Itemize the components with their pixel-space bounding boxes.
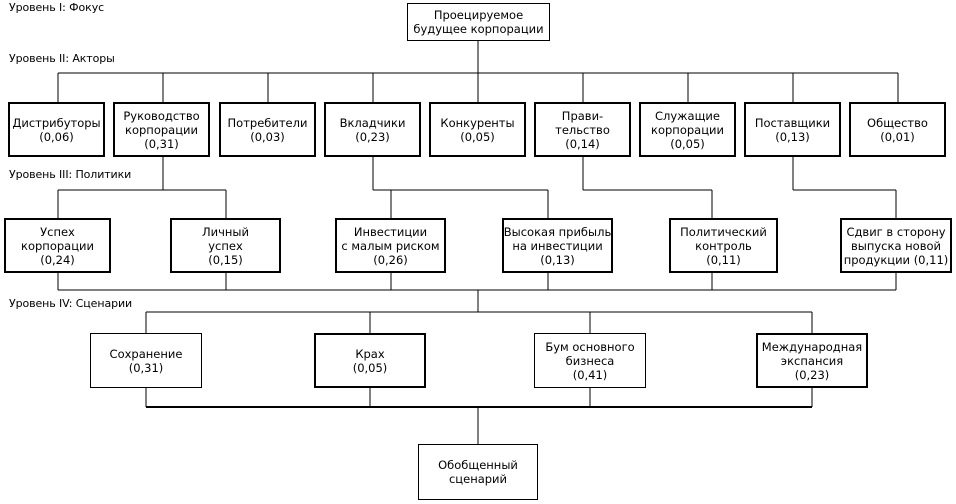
policy-node-corporate-success: Успех корпорации (0,24) [4,218,111,273]
node-weight: (0,31) [144,136,179,151]
actor-node-suppliers: Поставщики (0,13) [744,102,841,157]
node-label: Служащие [655,108,720,123]
node-label: Обобщенный [438,458,518,472]
node-label: Личный [202,224,249,239]
node-weight: (0,03) [250,129,285,144]
level-4-label: Уровень IV: Сценарии [9,297,133,310]
node-label: Проецируемое [433,8,524,22]
actor-node-society: Общество (0,01) [849,102,946,157]
node-weight: (0,05) [670,136,705,151]
level-2-label: Уровень II: Акторы [9,52,115,65]
node-weight: (0,31) [128,360,164,375]
node-label: контроль [695,238,752,253]
actor-node-consumers: Потребители (0,03) [219,102,316,157]
scenario-node-collapse: Крах (0,05) [314,333,426,388]
node-label: Высокая прибыль [503,224,612,239]
node-label: бизнеса [565,353,615,368]
focus-node: Проецируемое будущее корпорации [407,3,550,41]
policy-node-high-return: Высокая прибыль на инвестиции (0,13) [502,218,613,273]
policy-node-personal-success: Личный успех (0,15) [170,218,281,273]
actor-node-employees: Служащие корпорации (0,05) [639,102,736,157]
node-label: успех [208,238,243,253]
node-label: Сдвиг в сторону [846,224,946,239]
node-label: Вкладчики [339,115,406,130]
node-label: на инвестиции [512,238,603,253]
node-weight: (0,11) [706,252,741,267]
result-node: Обобщенный сценарий [418,444,538,500]
node-label: корпорации [21,238,94,253]
node-weight: (0,05) [352,360,388,375]
level-3-label: Уровень III: Политики [9,168,132,181]
policy-node-political-control: Политический контроль (0,11) [669,218,778,273]
node-label: тельство [555,122,610,137]
node-weight: (0,23) [794,367,830,382]
node-label: корпорации [651,122,724,137]
node-label: Дистрибуторы [12,115,101,130]
node-weight: (0,13) [775,129,810,144]
node-weight: (0,06) [39,129,74,144]
node-weight: (0,15) [208,252,243,267]
node-weight: (0,24) [40,252,75,267]
policy-node-low-risk-investment: Инвестиции с малым риском (0,26) [335,218,446,273]
node-label: Руководство [123,108,200,123]
scenario-node-core-business-boom: Бум основного бизнеса (0,41) [534,333,646,388]
scenario-node-international-expansion: Международная экспансия (0,23) [756,333,868,388]
node-label: сценарий [448,472,508,486]
node-label: Международная [761,339,863,354]
node-weight: (0,41) [572,367,608,382]
actor-node-management: Руководство корпорации (0,31) [113,102,210,157]
node-label: Крах [355,346,385,361]
node-label: с малым риском [341,238,440,253]
node-label: Бум основного [545,339,635,354]
policy-node-new-products: Сдвиг в сторону выпуска новой продукции … [840,218,952,273]
node-label: корпорации [125,122,198,137]
node-weight: (0,26) [373,252,408,267]
node-weight: (0,14) [565,136,600,151]
node-label: Конкуренты [440,115,515,130]
node-label: Прави- [561,108,604,123]
actor-node-government: Прави- тельство (0,14) [534,102,631,157]
node-label: экспансия [780,353,844,368]
node-weight: (0,05) [460,129,495,144]
node-weight: (0,13) [540,252,575,267]
node-weight: (0,23) [355,129,390,144]
actor-node-competitors: Конкуренты (0,05) [429,102,526,157]
node-label: Сохранение [109,346,183,361]
node-label: продукции (0,11) [843,252,949,267]
node-label: Потребители [227,115,308,130]
node-label: Инвестиции [353,224,428,239]
node-label: выпуска новой [851,238,941,253]
level-1-label: Уровень I: Фокус [9,1,105,14]
actor-node-investors: Вкладчики (0,23) [324,102,421,157]
node-label: Успех [40,224,75,239]
node-label: Поставщики [754,115,831,130]
actor-node-distributors: Дистрибуторы (0,06) [8,102,105,157]
node-label: Политический [680,224,767,239]
node-label: Общество [867,115,928,130]
node-label: будущее корпорации [413,22,544,36]
node-weight: (0,01) [880,129,915,144]
scenario-node-preservation: Сохранение (0,31) [90,333,202,388]
